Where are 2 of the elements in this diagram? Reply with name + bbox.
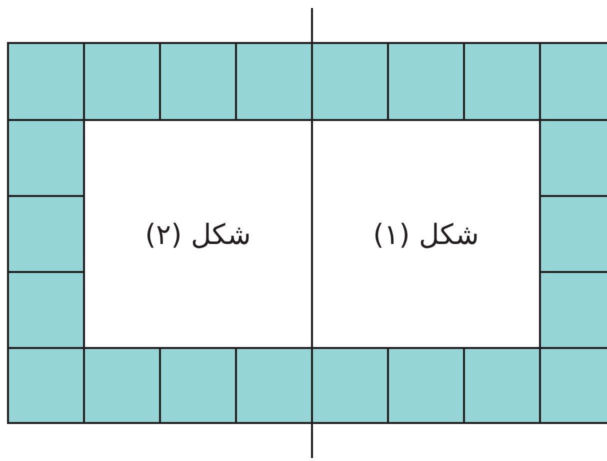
- figure-label: شكل (١): [373, 218, 479, 250]
- figure-label: شكل (٢): [145, 218, 251, 250]
